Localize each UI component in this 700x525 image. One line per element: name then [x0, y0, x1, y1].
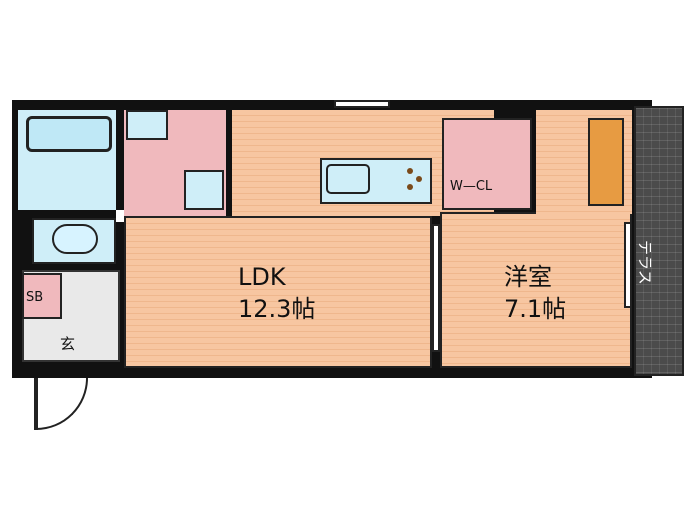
shoe-box [22, 273, 62, 319]
toilet-bowl [52, 224, 98, 254]
western-room-size: 7.1帖 [504, 295, 567, 323]
ldk-label: LDK [238, 263, 286, 291]
wash-basin [126, 110, 168, 140]
ldk-door-opening [432, 224, 440, 352]
kitchen-sink [326, 164, 370, 194]
ldk-room [124, 216, 432, 368]
shoe-box-label: SB [26, 290, 44, 305]
western-room-label: 洋室 [504, 263, 552, 291]
terrace [634, 106, 684, 376]
bathtub [26, 116, 112, 152]
top-window [334, 100, 390, 108]
storage-cabinet [588, 118, 624, 206]
stove-burner [407, 184, 413, 190]
stove-burner [416, 176, 422, 182]
terrace-grid-overlay [636, 108, 682, 374]
western-room [440, 212, 632, 368]
walk-in-closet [442, 118, 532, 210]
right-window [624, 222, 632, 308]
entry-door-swing [36, 378, 88, 430]
washing-machine-space [184, 170, 224, 210]
walk-in-closet-label: W—CL [450, 179, 493, 194]
entry-door-leaf [34, 378, 38, 430]
entrance-label: 玄 [60, 335, 76, 353]
ldk-size: 12.3帖 [238, 295, 316, 323]
bath-door-opening [116, 210, 124, 222]
floor-plan: SB 玄 LDK 12.3帖 W—CL 洋室 7.1帖 テラス [12, 100, 700, 430]
stove-burner [407, 168, 413, 174]
terrace-label: テラス [636, 240, 654, 285]
